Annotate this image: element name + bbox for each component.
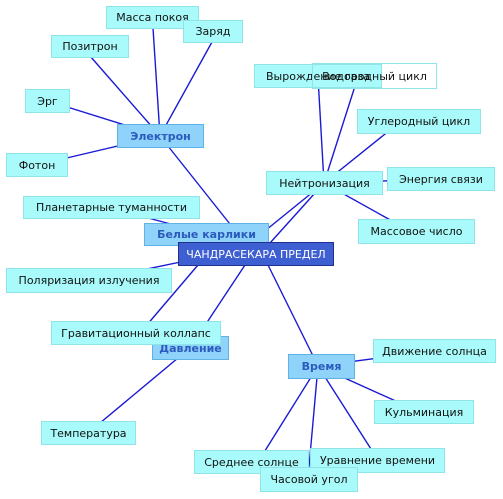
edge-pressure-temperature	[87, 347, 191, 434]
node-binding-energy[interactable]: Энергия связи	[387, 167, 495, 191]
edge-time-mean-sun	[257, 365, 319, 463]
node-rest-mass[interactable]: Масса покоя	[106, 6, 199, 29]
node-photon[interactable]: Фотон	[6, 153, 68, 177]
node-hydrogen-cycle[interactable]: Водородный цикл	[312, 63, 437, 89]
edge-electron-positron	[89, 55, 161, 137]
edge-neutronization-hydrogen	[323, 82, 357, 184]
edge-time-hour-angle	[307, 365, 319, 479]
edge-electron-rest-mass	[152, 27, 161, 137]
node-positron[interactable]: Позитрон	[51, 35, 129, 58]
edge-time-equation	[317, 365, 379, 461]
node-mass-number[interactable]: Массовое число	[358, 219, 475, 244]
node-neutronization[interactable]: Нейтронизация	[266, 171, 383, 195]
edge-neutronization-degeneration	[317, 76, 325, 184]
node-hour-angle[interactable]: Часовой угол	[260, 467, 358, 492]
node-gravitational-collapse[interactable]: Гравитационный коллапс	[51, 321, 221, 345]
node-carbon-cycle[interactable]: Углеродный цикл	[357, 109, 481, 134]
node-sun-motion[interactable]: Движение солнца	[373, 339, 496, 363]
node-charge[interactable]: Заряд	[183, 20, 243, 43]
node-planetary-nebulae[interactable]: Планетарные туманности	[23, 196, 200, 219]
edge-electron-charge	[159, 41, 213, 137]
node-erg[interactable]: Эрг	[25, 89, 70, 113]
node-culmination[interactable]: Кульминация	[374, 400, 474, 424]
edge-center-time	[267, 264, 319, 367]
node-degeneration[interactable]: Вырождение газа	[254, 64, 382, 88]
node-center[interactable]: ЧАНДРАСЕКАРА ПРЕДЕЛ	[178, 242, 334, 266]
node-temperature[interactable]: Температура	[41, 421, 136, 445]
node-electron[interactable]: Электрон	[117, 124, 204, 148]
node-radiation-polarization[interactable]: Поляризация излучения	[6, 268, 172, 293]
node-time[interactable]: Время	[288, 354, 355, 379]
